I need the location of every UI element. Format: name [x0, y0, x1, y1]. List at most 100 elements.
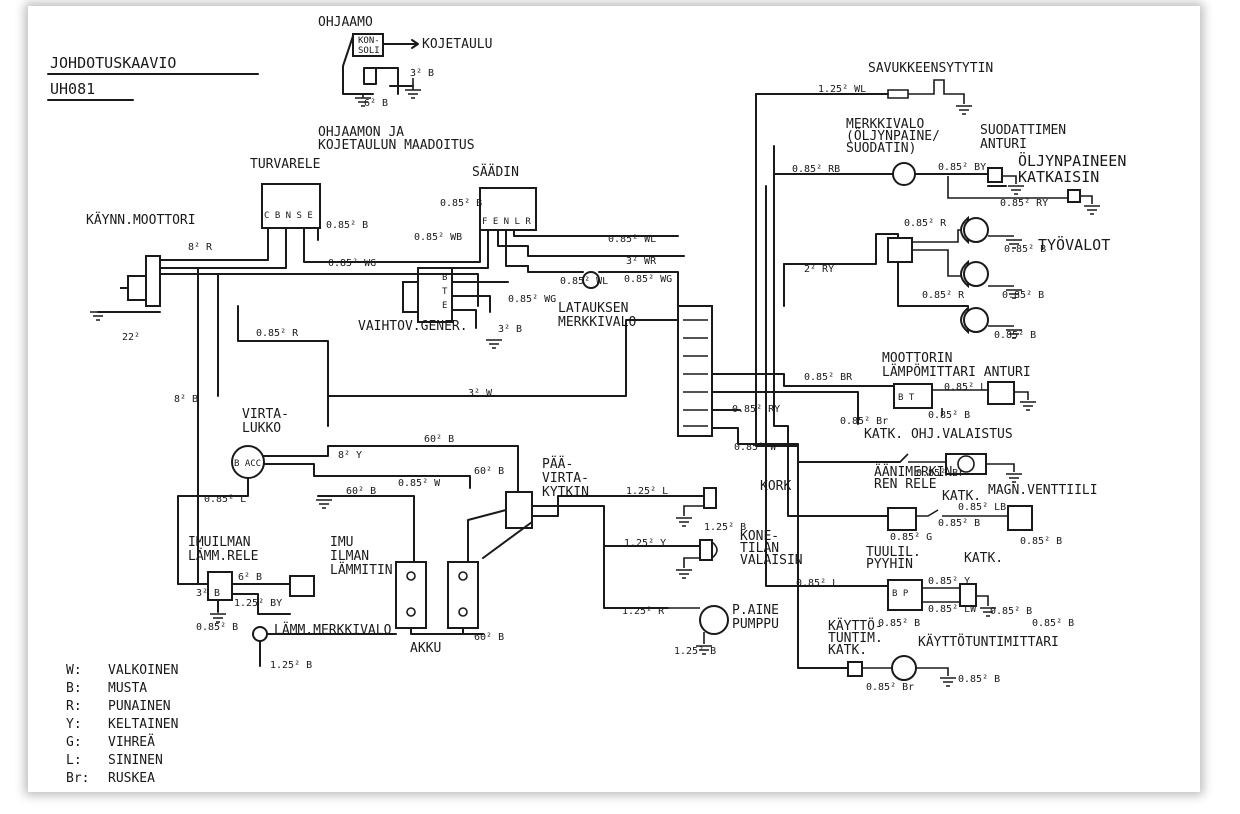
turvarele-terminals: C B N S E	[264, 211, 313, 221]
rele-wiring	[177, 583, 291, 615]
legend-code-g: G:	[66, 735, 82, 750]
pyyhin-motor	[887, 507, 917, 531]
wiring-diagram: JOHDOTUSKAAVIO UH081 OHJAAMO KON- SOLI K…	[47, 15, 1126, 786]
label-katk-1: KATK.	[942, 489, 981, 504]
wire-label-085w: 0.85² W	[734, 442, 777, 453]
label-kayttotuntimittari: KÄYTTÖTUNTIMITTARI	[918, 633, 1059, 650]
label-magn: MAGN.VENTTIILI	[988, 483, 1098, 498]
wire-label-085r-tv: 0.85² R	[904, 218, 947, 229]
svg-text:B ACC: B ACC	[234, 459, 261, 469]
wire-label-60b-mid: 60² B	[474, 466, 504, 477]
svg-text:B T: B T	[898, 393, 915, 403]
label-kork: KORK	[760, 479, 791, 494]
label-imuilman-lammitin-1: IMU	[330, 535, 353, 550]
wire-label-085wg-gen: 0.85² WG	[508, 294, 556, 305]
wire-label-125b-pump: 1.25² B	[674, 646, 716, 657]
wire-label-085wg-lat: 0.85² WG	[624, 274, 672, 285]
wire-label-125r: 1.25² R	[622, 606, 665, 617]
turvarele-box	[261, 183, 321, 229]
wire-label-085b-tv1: 0.85² B	[1004, 244, 1046, 255]
wire-label-8y: 8² Y	[338, 450, 362, 461]
legend-name-b: MUSTA	[108, 681, 147, 696]
wire-label-3w: 3² W	[468, 388, 493, 399]
rele-load-box	[289, 575, 315, 597]
wire-label-125wl: 1.25² WL	[818, 84, 866, 95]
wire-label-60b-akku: 60² B	[474, 632, 504, 643]
tyovalot-feed	[783, 233, 969, 307]
wire-label-085b-kt: 0.85² B	[878, 618, 920, 629]
wire-label-3wr: 3² WR	[626, 256, 657, 267]
charge-lamp-wiring	[527, 265, 679, 307]
label-aanimerkin-2: REN RELE	[874, 477, 937, 492]
label-aanimerkin-1: ÄÄNIMERKIN	[874, 464, 952, 480]
valaistus-feed	[711, 391, 859, 425]
kojetaulu-arrow	[382, 39, 419, 49]
wire-label-3b-rele: 3² B	[196, 588, 220, 599]
wire-label-085l-left: 0.85² L	[204, 494, 246, 505]
label-konetilan-3: VALAISIN	[740, 553, 803, 568]
legend-code-b: B:	[66, 681, 82, 696]
wire-label-085b-tv3: 0.85² B	[994, 330, 1036, 341]
wire-label-60b-top: 60² B	[424, 434, 454, 445]
legend-name-br: RUSKEA	[108, 771, 155, 786]
wire-label-085l-kt: 0.85² L	[796, 578, 838, 589]
oljynpaine-katkaisin	[1067, 189, 1081, 203]
wire-label-085wl: 0.85² WL	[608, 234, 656, 245]
legend-name-l: SININEN	[108, 753, 163, 768]
diagram-code: UH081	[50, 80, 95, 98]
wire-label-6b-rele: 6² B	[238, 572, 262, 583]
svg-text:E: E	[442, 301, 447, 311]
wire-label-125y: 1.25² Y	[624, 538, 666, 549]
label-moottorin-1: MOOTTORIN	[882, 351, 952, 366]
right-trunk	[755, 93, 785, 307]
label-katk-ohj: KATK. OHJ.VALAISTUS	[864, 427, 1013, 442]
wire-label-085b-pyy3: 0.85² B	[1020, 536, 1062, 547]
legend-name-r: PUNAINEN	[108, 699, 171, 714]
imuilman-rele-box	[207, 571, 233, 601]
wire-label-22: 22²	[122, 332, 140, 343]
label-virtalukko-1: VIRTA-	[242, 407, 289, 422]
legend-name-y: KELTAINEN	[108, 717, 178, 732]
label-latauksen-1: LATAUKSEN	[558, 301, 628, 316]
generator-wiring	[451, 281, 509, 329]
label-latauksen-2: MERKKIVALO	[558, 315, 636, 330]
label-suodattimen-1: SUODATTIMEN	[980, 123, 1066, 138]
svg-text:T: T	[442, 287, 448, 297]
wire-label-085w-mid: 0.85² W	[398, 478, 441, 489]
konsoli-box	[352, 33, 384, 57]
legend-code-y: Y:	[66, 717, 82, 732]
legend-name-g: VIHREÄ	[108, 734, 155, 750]
label-savukkeensytytin: SAVUKKEENSYTYTIN	[868, 61, 993, 76]
wire-label-085br-kt: 0.85² Br	[866, 682, 914, 693]
latauksen-merkkivalo-lamp	[582, 271, 600, 289]
wire-label-085l: 0.85² L	[944, 382, 986, 393]
anturi-sensor	[987, 381, 1015, 405]
label-pyyhin-1: TUULIL.	[866, 545, 921, 560]
wire-label-3b: 3² B	[410, 68, 434, 79]
akku-wiring	[410, 627, 484, 635]
label-pyyhin-2: PYYHIN	[866, 557, 913, 572]
savukkeensytytin-symbol	[887, 79, 965, 104]
wire-label-085y: 0.85² Y	[928, 576, 970, 587]
label-tyovalot: TYÖVALOT	[1038, 235, 1110, 254]
wire-label-085b-rele: 0.85² B	[196, 622, 238, 633]
wire-label-085b-kt4: 0.85² B	[958, 674, 1000, 685]
legend-code-br: Br:	[66, 771, 89, 786]
main-feed-wiring	[197, 267, 679, 585]
wire-label-8b: 8² B	[174, 394, 198, 405]
label-kayttotunti-3: KATK.	[828, 643, 867, 658]
tyovalot-switch	[887, 237, 913, 263]
konetilan-valaisin-box	[699, 539, 713, 561]
pyyhin-feed	[773, 305, 889, 517]
svg-text:B P: B P	[892, 589, 909, 599]
wiring-diagram-sheet: JOHDOTUSKAAVIO UH081 OHJAAMO KON- SOLI K…	[28, 6, 1200, 792]
wire-label-085wb: 0.85² WB	[414, 232, 462, 243]
starter-wiring	[159, 227, 479, 307]
wire-label-085r-tv2: 0.85² R	[922, 290, 965, 301]
label-oljynpaine-2: KATKAISIN	[1018, 168, 1099, 186]
label-konetilan-2: TILAN	[740, 541, 779, 556]
label-kojetaulu: KOJETAULU	[422, 37, 492, 52]
wire-label-125by: 1.25² BY	[234, 598, 282, 609]
saadin-wiring	[327, 229, 685, 269]
wire-label-085b-tv2: 0.85² B	[1002, 290, 1044, 301]
